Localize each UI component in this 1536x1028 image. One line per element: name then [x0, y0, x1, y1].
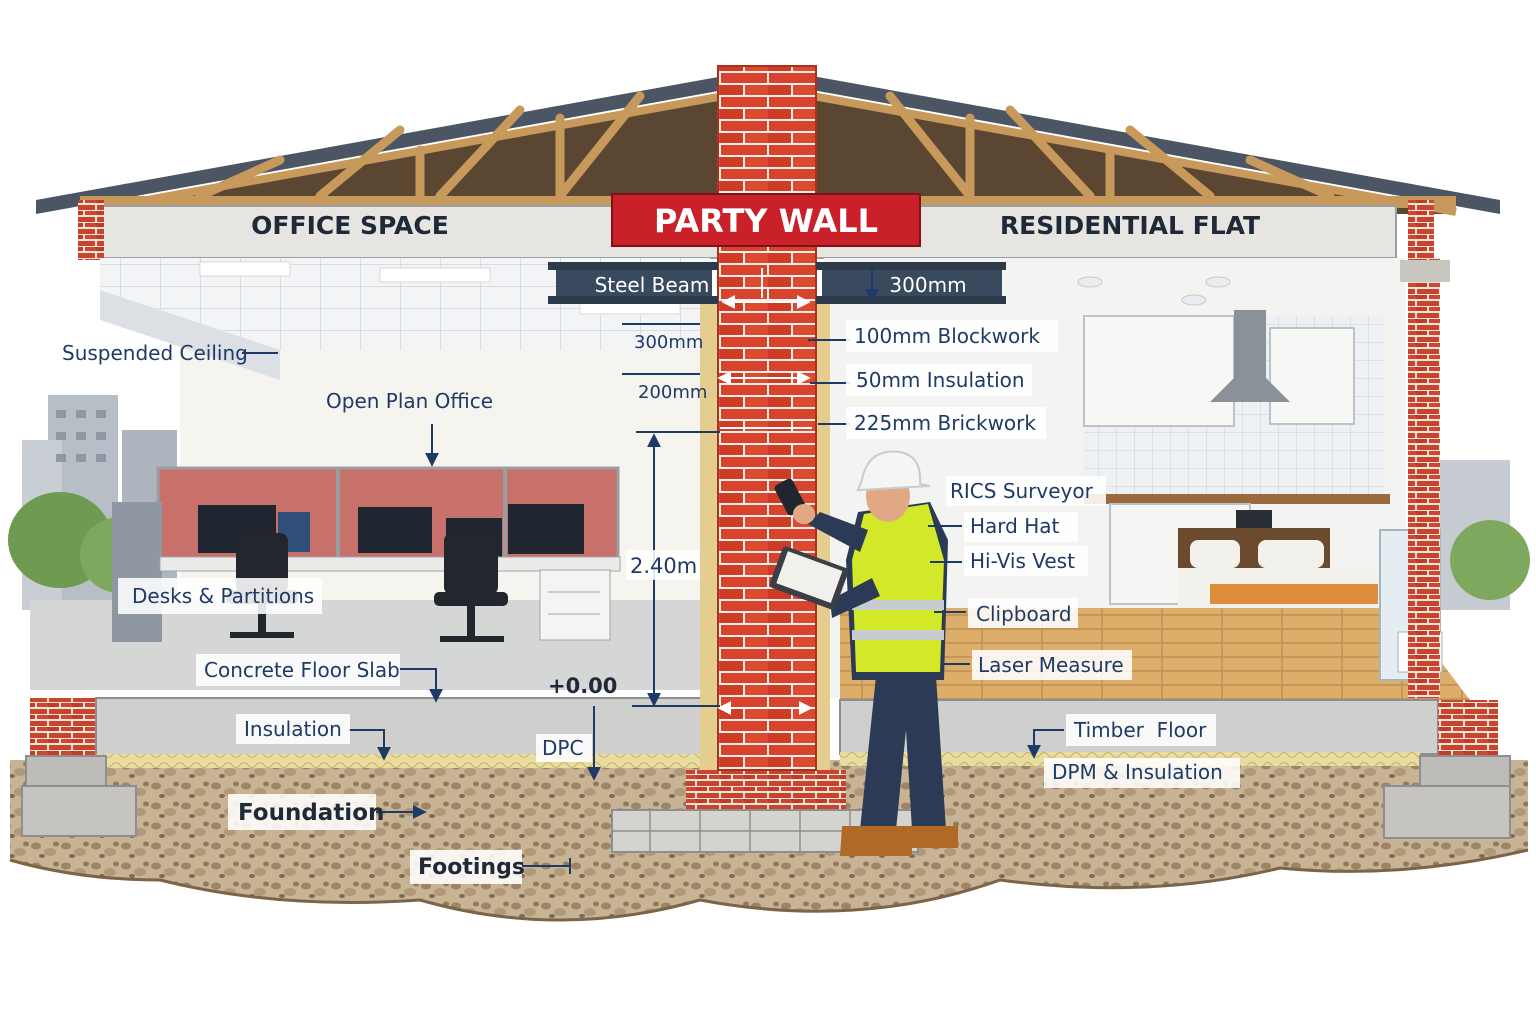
brickwork-label: 225mm Brickwork: [854, 411, 1036, 435]
concrete-floor-slab-label: Concrete Floor Slab: [204, 658, 400, 682]
wall-insulation-label: 50mm Insulation: [856, 368, 1025, 392]
timber-floor-label: Timber Floor: [1073, 718, 1207, 742]
party-wall-banner: [611, 193, 921, 247]
clipboard-label: Clipboard: [976, 602, 1072, 626]
rics-surveyor-label: RICS Surveyor: [950, 479, 1094, 503]
laser-measure-label: Laser Measure: [978, 653, 1124, 677]
steel-beam: [548, 262, 1006, 304]
rics-surveyor: [769, 450, 958, 856]
dpc-label: DPC: [542, 736, 583, 760]
footings-label: Footings: [418, 855, 525, 880]
floor-insulation-label: Insulation: [244, 717, 342, 741]
office-interior: [30, 258, 710, 690]
blockwork-label: 100mm Blockwork: [854, 324, 1040, 348]
party-wall-title: PARTY WALL: [654, 202, 878, 240]
suspended-ceiling-label: Suspended Ceiling: [62, 341, 248, 365]
residential-flat-heading: RESIDENTIAL FLAT: [1000, 211, 1260, 240]
leader-lines: [242, 339, 1064, 874]
desks-partitions-label: Desks & Partitions: [132, 584, 314, 608]
dimension-200mm: 200mm: [638, 382, 707, 403]
dimension-height: 2.40m: [630, 554, 697, 578]
dpm-insulation-label: DPM & Insulation: [1052, 760, 1223, 784]
office-space-heading: OFFICE SPACE: [251, 211, 449, 240]
foundation-label: Foundation: [238, 800, 384, 826]
steel-beam-label: Steel Beam: [595, 273, 710, 297]
datum-level: +0.00: [548, 674, 617, 698]
dimension-300mm: 300mm: [634, 332, 703, 353]
open-plan-office-label: Open Plan Office: [326, 389, 493, 413]
party-wall: [700, 65, 830, 771]
beam-depth-label: 300mm: [889, 273, 966, 297]
external-walls: [1400, 258, 1450, 698]
hard-hat-label: Hard Hat: [970, 514, 1060, 538]
hi-vis-vest-label: Hi-Vis Vest: [970, 549, 1075, 573]
